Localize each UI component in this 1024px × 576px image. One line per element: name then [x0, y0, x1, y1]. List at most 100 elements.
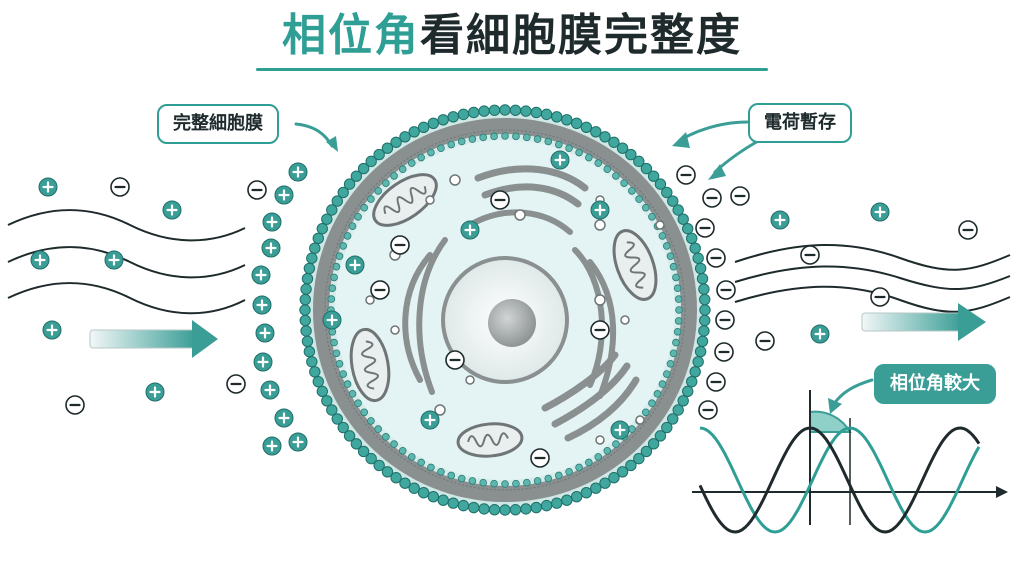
phospholipid-head — [373, 148, 385, 161]
phospholipid-head — [478, 503, 490, 515]
phospholipid-head — [669, 262, 678, 271]
phospholipid-head — [554, 471, 563, 480]
phospholipid-head — [331, 195, 343, 207]
phospholipid-head — [689, 366, 701, 378]
phospholipid-head — [608, 136, 620, 148]
phospholipid-head — [647, 438, 660, 450]
time-axis-arrowhead — [996, 486, 1008, 498]
phospholipid-head — [300, 283, 312, 295]
phospholipid-head — [360, 408, 369, 417]
phospholipid-head — [367, 417, 375, 425]
phospholipid-head — [674, 317, 683, 325]
phospholipid-head — [628, 187, 636, 195]
phospholipid-head — [374, 425, 382, 433]
incoming-flow-arrow — [89, 320, 218, 358]
negative-charge-icon — [390, 235, 410, 255]
negative-charge-icon — [698, 400, 718, 420]
phospholipid-head — [599, 477, 611, 489]
phospholipid-head — [374, 187, 382, 195]
phospholipid-head — [303, 262, 316, 275]
phospholipid-head — [640, 162, 653, 175]
phospholipid-head — [326, 204, 338, 216]
phospholipid-head — [677, 213, 689, 225]
phospholipid-head — [662, 370, 671, 378]
phospholipid-head — [354, 399, 362, 408]
voltage-waveform — [698, 426, 981, 534]
phospholipid-head — [427, 148, 435, 157]
mitochondria — [349, 173, 658, 458]
positive-charge-icon — [288, 162, 308, 182]
phospholipid-head — [343, 380, 352, 388]
phospholipid-head — [570, 117, 583, 129]
phospholipid-head — [330, 338, 338, 347]
charge-storage-label: 電荷暫存 — [748, 103, 852, 143]
phospholipid-head — [698, 325, 710, 337]
phospholipid-head — [350, 438, 363, 450]
phospholipid-head — [612, 172, 620, 180]
phospholipid-head — [699, 293, 711, 306]
intact-membrane-arrow — [294, 122, 334, 148]
phospholipid-head — [337, 186, 349, 199]
phospholipid-head — [348, 222, 357, 230]
negative-charge-icon — [695, 218, 715, 238]
phase-angle-arrow — [832, 378, 874, 406]
positive-charge-icon — [262, 212, 282, 232]
positive-charge-icon — [251, 265, 271, 285]
positive-charge-icon — [274, 408, 294, 428]
phospholipid-head — [599, 131, 611, 143]
phospholipid-head — [509, 104, 522, 116]
phospholipid-head — [299, 314, 311, 327]
phospholipid-head — [585, 458, 593, 467]
phospholipid-head — [648, 212, 656, 221]
phospholipid-head — [328, 284, 337, 292]
phospholipid-head — [594, 159, 603, 167]
negative-charge-icon — [715, 310, 735, 330]
phospholipid-head — [447, 111, 459, 123]
positive-charge-icon — [104, 250, 124, 270]
phospholipid-head — [672, 404, 684, 416]
phospholipid-head — [337, 421, 349, 434]
negative-charge-icon — [445, 350, 465, 370]
phospholipid-head — [603, 446, 612, 455]
phospholipid-head — [686, 375, 698, 388]
mitochondrion — [372, 173, 438, 227]
phospholipid-head — [677, 395, 689, 407]
phospholipid-head — [309, 242, 321, 254]
phospholipid-head — [551, 111, 563, 123]
phospholipid-head — [301, 335, 314, 347]
negative-charge-icon — [247, 180, 267, 200]
phospholipid-head — [675, 306, 683, 314]
current-waveform — [699, 426, 981, 534]
phospholipid-head — [625, 148, 637, 161]
phospholipid-head — [301, 273, 314, 285]
outgoing-wave — [734, 265, 1011, 291]
phospholipid-head — [417, 153, 425, 162]
positive-charge-icon — [253, 352, 273, 372]
phospholipid-head — [457, 474, 466, 483]
phospholipid-head — [533, 135, 542, 143]
phospholipid-head — [499, 104, 511, 116]
phospholipid-head — [299, 304, 311, 316]
phospholipid-head — [672, 204, 684, 216]
phospholipid-head — [689, 242, 701, 254]
phospholipid-head — [551, 497, 563, 509]
phospholipid-head — [447, 471, 456, 480]
phospholipid-head — [501, 132, 509, 140]
phospholipid-head — [447, 140, 456, 149]
negative-charge-icon — [530, 448, 550, 468]
phospholipid-head — [417, 458, 425, 467]
phospholipid-head — [666, 252, 675, 261]
incoming-wave — [7, 209, 246, 242]
positive-charge-icon — [30, 250, 50, 270]
phospholipid-head — [457, 137, 466, 146]
phospholipid-head — [312, 232, 324, 245]
phospholipid-head — [357, 445, 370, 458]
phospholipid-head — [316, 222, 328, 235]
mitochondrion — [456, 422, 524, 458]
negative-charge-icon — [755, 331, 775, 351]
phospholipid-head — [399, 131, 411, 143]
phospholipid-head — [407, 159, 416, 167]
phospholipid-head — [398, 165, 407, 174]
phospholipid-head — [499, 504, 511, 516]
phospholipid-head — [544, 474, 553, 483]
